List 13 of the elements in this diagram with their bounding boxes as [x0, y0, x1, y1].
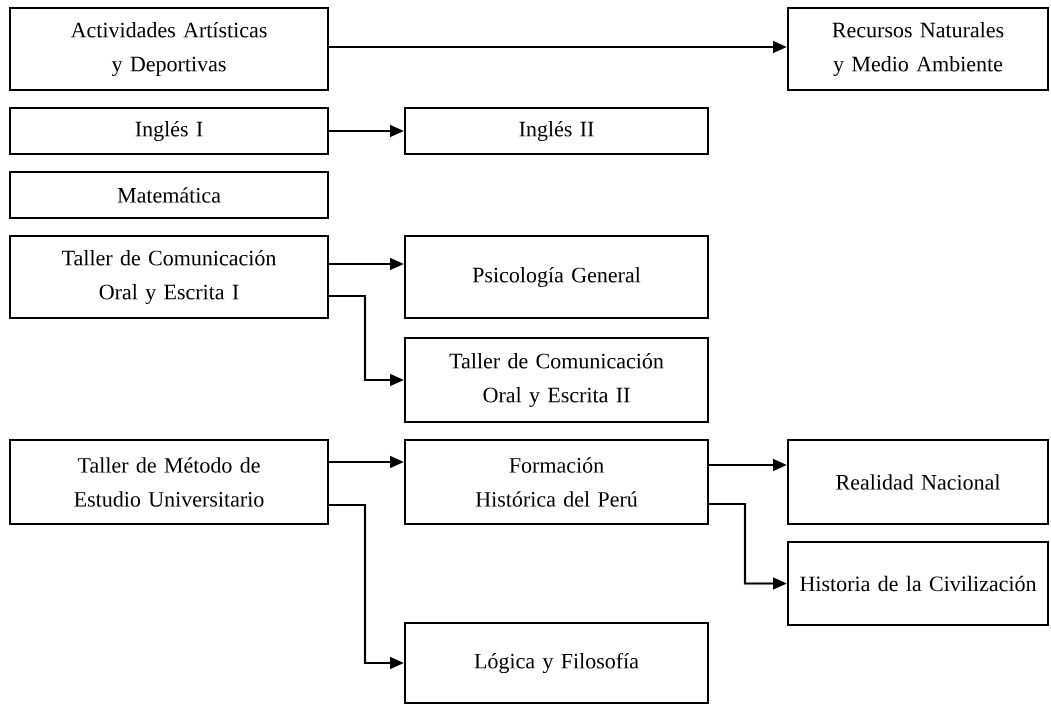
course-box: Formación Histórica del Perú [404, 439, 709, 525]
course-box: Inglés I [9, 107, 329, 155]
course-box: Realidad Nacional [787, 439, 1049, 525]
course-box: Taller de Comunicación Oral y Escrita I [9, 235, 329, 319]
course-box: Historia de la Civilización [787, 541, 1049, 626]
course-box: Matemática [9, 171, 329, 219]
course-box: Inglés II [404, 107, 709, 155]
course-box: Actividades Artísticas y Deportivas [9, 7, 329, 91]
course-box: Recursos Naturales y Medio Ambiente [787, 7, 1049, 91]
course-box: Taller de Método de Estudio Universitario [9, 439, 329, 525]
course-box: Psicología General [404, 235, 709, 319]
course-box: Taller de Comunicación Oral y Escrita II [404, 337, 709, 423]
course-box: Lógica y Filosofía [404, 622, 709, 704]
